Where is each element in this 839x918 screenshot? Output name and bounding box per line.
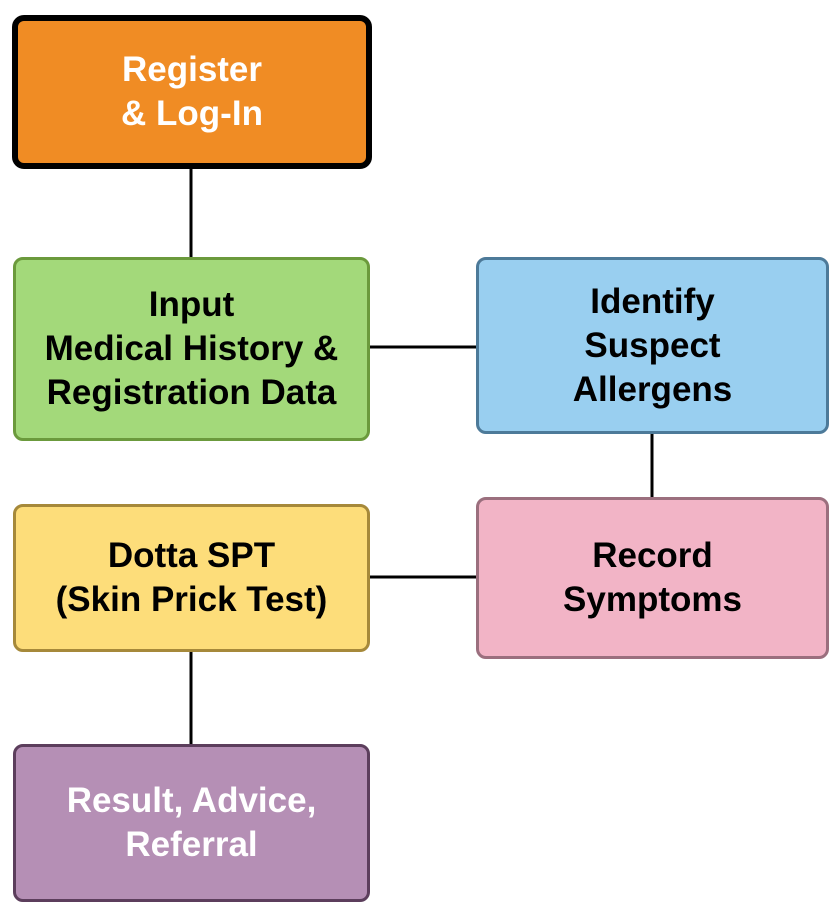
- dotta-spt-node: Dotta SPT (Skin Prick Test): [13, 504, 370, 652]
- register-login-label-line-1: Register: [121, 50, 263, 89]
- identify-label-line-2: Suspect: [584, 325, 721, 365]
- register-login-label-line-2: & Log-In: [121, 94, 263, 133]
- input-label-line-1: Input: [148, 285, 235, 324]
- identify-label-line-1: Identify: [590, 281, 715, 321]
- dotta-label-line-1: Dotta SPT: [107, 536, 276, 575]
- register-login-node: Register & Log-In: [12, 15, 372, 169]
- record-label-line-2: Symptoms: [563, 580, 742, 619]
- input-label-line-3: Registration Data: [46, 373, 337, 412]
- identify-label-line-3: Allergens: [572, 369, 733, 409]
- dotta-label-line-2: (Skin Prick Test): [55, 580, 328, 619]
- identify-allergens-node: Identify Suspect Allergens: [476, 257, 829, 434]
- result-label-line-2: Referral: [125, 825, 258, 864]
- result-advice-referral-node: Result, Advice, Referral: [13, 744, 370, 902]
- record-label-line-1: Record: [592, 536, 713, 575]
- result-label-line-1: Result, Advice,: [66, 781, 317, 820]
- input-label-line-2: Medical History &: [44, 329, 339, 368]
- input-medical-history-node: Input Medical History & Registration Dat…: [13, 257, 370, 441]
- record-symptoms-node: Record Symptoms: [476, 497, 829, 659]
